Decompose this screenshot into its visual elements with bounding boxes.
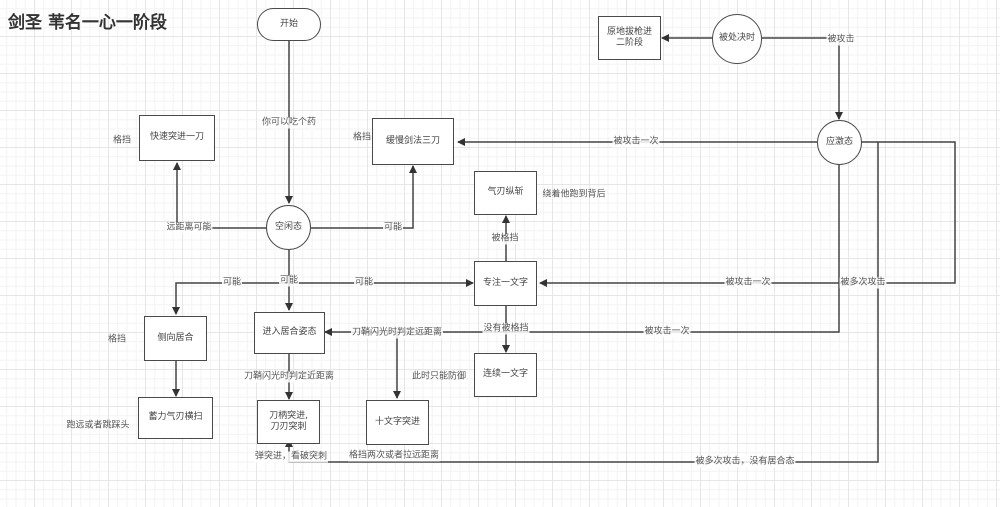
qi-slash-node[interactable]: 气刃纵斩 bbox=[474, 171, 537, 215]
edge-label-start-idle: 你可以吃个药 bbox=[260, 117, 318, 129]
note-quick-dash-parry: 格挡 bbox=[112, 135, 132, 146]
charged-sweep-label: 蓄力气刃横扫 bbox=[148, 412, 203, 423]
edge-label-stress-many: 被多次攻击 bbox=[839, 277, 887, 289]
edge-label-iai-near: 刀鞘闪光时判定近距离 bbox=[242, 371, 336, 383]
diagram-title: 剑圣 苇名一心一阶段 bbox=[8, 13, 167, 33]
edge-label-stress-slow: 被攻击一次 bbox=[612, 136, 660, 148]
edge-idle-quick bbox=[173, 162, 267, 229]
edge-label-deflect: 弹突进，看破突刺 bbox=[253, 451, 329, 463]
slow-three-node[interactable]: 缓慢剑法三刀 bbox=[372, 118, 454, 165]
edge-idle-side bbox=[172, 282, 289, 315]
start-label: 开始 bbox=[279, 18, 298, 29]
side-iai-label: 侧向居合 bbox=[157, 332, 194, 343]
idle-label: 空闲态 bbox=[274, 221, 302, 232]
edge-label-idle-side: 可能 bbox=[221, 277, 243, 289]
start-node[interactable]: 开始 bbox=[257, 8, 321, 41]
phase-two-node[interactable]: 原地拔枪进 二阶段 bbox=[598, 16, 661, 60]
note-qi-slash-tip: 绕着他跑到背后 bbox=[542, 189, 606, 200]
phase-two-label: 原地拔枪进 二阶段 bbox=[606, 26, 652, 48]
edge-execute-stress bbox=[762, 37, 843, 120]
edge-label-focus-parried: 被格挡 bbox=[490, 233, 520, 245]
consecutive-label: 连续一文字 bbox=[482, 369, 528, 380]
edge-stress-many bbox=[861, 141, 956, 284]
edge-label-idle-focus: 可能 bbox=[353, 277, 375, 289]
edge-label-stress-iai: 被攻击一次 bbox=[643, 326, 691, 338]
quick-dash-node[interactable]: 快速突进一刀 bbox=[139, 115, 215, 161]
note-side-iai-parry: 格挡 bbox=[107, 334, 127, 345]
stress-state-node[interactable]: 应激态 bbox=[817, 120, 862, 165]
idle-state-node[interactable]: 空闲态 bbox=[266, 205, 311, 250]
iai-stance-label: 进入居合姿态 bbox=[262, 327, 317, 338]
hilt-thrust-label: 刀柄突进, 刀刃突刺 bbox=[269, 410, 308, 432]
hilt-thrust-node[interactable]: 刀柄突进, 刀刃突刺 bbox=[257, 400, 320, 444]
execute-label: 被处决时 bbox=[718, 33, 755, 44]
edge-label-stress-focus: 被攻击一次 bbox=[724, 277, 772, 289]
edge-label-focus-not-parried: 没有被格挡 bbox=[482, 323, 530, 335]
edge-stress-focus bbox=[539, 142, 879, 287]
cross-dash-node[interactable]: 十文字突进 bbox=[366, 400, 429, 445]
qi-slash-label: 气刃纵斩 bbox=[487, 187, 524, 198]
quick-dash-label: 快速突进一刀 bbox=[149, 132, 204, 143]
edge-stress-noiai bbox=[285, 283, 879, 463]
edge-label-iai-far: 刀鞘闪光时判定远距离 bbox=[350, 327, 444, 339]
note-sweep-tip: 跑远或者跳踩头 bbox=[66, 420, 130, 431]
edge-label-idle-far: 远距离可能 bbox=[165, 222, 213, 234]
consecutive-node[interactable]: 连续一文字 bbox=[474, 353, 537, 397]
focus-label: 专注一文字 bbox=[482, 277, 528, 288]
slow-three-label: 缓慢剑法三刀 bbox=[385, 135, 440, 146]
execute-node[interactable]: 被处决时 bbox=[712, 14, 762, 64]
cross-dash-label: 十文字突进 bbox=[374, 416, 420, 427]
side-iai-node[interactable]: 侧向居合 bbox=[144, 316, 207, 361]
edge-label-stress-noiai: 被多次攻击，没有居合态 bbox=[694, 456, 796, 468]
iai-stance-node[interactable]: 进入居合姿态 bbox=[254, 312, 325, 354]
edge-label-parry-twice: 格挡两次或者拉远距离 bbox=[347, 450, 441, 462]
note-slow-three-parry: 格挡 bbox=[352, 132, 372, 143]
edge-label-idle-slow: 可能 bbox=[382, 222, 404, 234]
charged-sweep-node[interactable]: 蓄力气刃横扫 bbox=[138, 397, 213, 439]
focus-ichimonji-node[interactable]: 专注一文字 bbox=[474, 261, 537, 306]
edge-label-execute-attacked: 被攻击 bbox=[826, 34, 856, 46]
edge-idle-slow bbox=[311, 165, 417, 229]
stress-label: 应激态 bbox=[825, 136, 853, 147]
note-cross-tip: 此时只能防御 bbox=[411, 371, 467, 382]
edge-label-idle-iai: 可能 bbox=[278, 275, 300, 287]
